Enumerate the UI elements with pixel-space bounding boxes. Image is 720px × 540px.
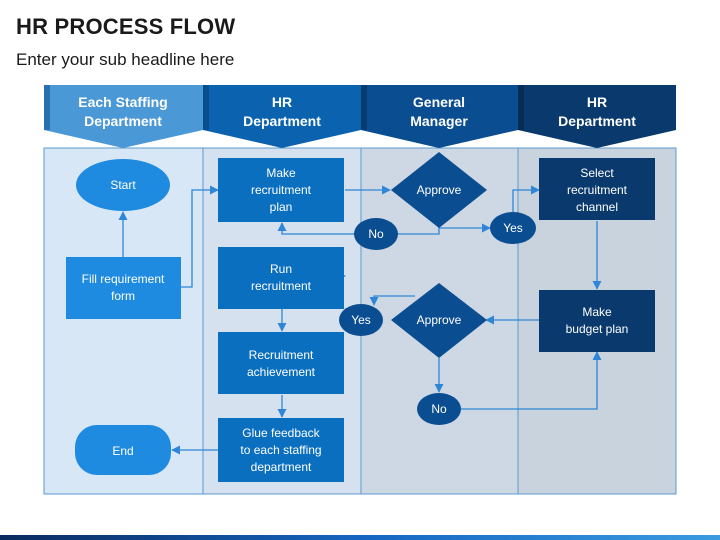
node-glue-feedback: Glue feedback to each staffing departmen… <box>218 418 344 482</box>
node-make-plan: Make recruitment plan <box>218 158 344 222</box>
node-end: End <box>75 425 171 475</box>
node-fill-form: Fill requirement form <box>66 257 181 319</box>
lane-header-gm-line1: General <box>413 94 465 110</box>
lane-header-hr-1-line1: HR <box>272 94 292 110</box>
node-approve-2-label: Approve <box>417 313 462 327</box>
node-fill-form-line1: Fill requirement <box>82 272 165 286</box>
lane-header-gm: General Manager <box>361 85 518 148</box>
lane-header-hr-2: HR Department <box>518 85 676 148</box>
node-end-label: End <box>112 444 133 458</box>
node-select-channel-line3: channel <box>576 200 618 214</box>
node-start: Start <box>76 159 170 211</box>
node-feedback-line1: Glue feedback <box>242 426 320 440</box>
node-budget-plan: Make budget plan <box>539 290 655 352</box>
lane-header-hr-1-line2: Department <box>243 113 321 129</box>
lane-header-staffing-line2: Department <box>84 113 162 129</box>
node-budget-plan-line1: Make <box>582 305 612 319</box>
node-achievement-line1: Recruitment <box>249 348 314 362</box>
node-select-channel-line1: Select <box>580 166 614 180</box>
lane-header-hr-1: HR Department <box>203 85 361 148</box>
arrow-yes-to-select-channel <box>512 185 540 213</box>
node-make-plan-line3: plan <box>270 200 293 214</box>
node-fill-form-line2: form <box>111 289 135 303</box>
node-run-recruitment-line1: Run <box>270 262 292 276</box>
node-make-plan-line2: recruitment <box>251 183 312 197</box>
node-budget-plan-line2: budget plan <box>566 322 629 336</box>
arrow-no-to-make-plan <box>277 222 355 235</box>
lane-header-staffing-line1: Each Staffing <box>78 94 167 110</box>
node-no-1: No <box>354 218 398 250</box>
node-approve-2: Approve <box>391 283 487 358</box>
node-start-label: Start <box>110 178 136 192</box>
lane-header-staffing: Each Staffing Department <box>44 85 203 148</box>
lane-header-hr-2-line2: Department <box>558 113 636 129</box>
node-yes-1-label: Yes <box>503 221 523 235</box>
arrow-approve2-to-yes <box>369 295 415 306</box>
node-no-2: No <box>417 393 461 425</box>
page-subtitle: Enter your sub headline here <box>16 50 235 69</box>
arrow-no2-to-budget <box>461 351 602 410</box>
page-title: HR PROCESS FLOW <box>16 14 236 39</box>
arrow-form-to-make-plan <box>181 185 219 288</box>
node-select-channel: Select recruitment channel <box>539 158 655 220</box>
node-no-2-label: No <box>431 402 447 416</box>
node-run-recruitment-line2: recruitment <box>251 279 312 293</box>
node-feedback-line2: to each staffing <box>240 443 321 457</box>
lane-header-hr-2-line1: HR <box>587 94 607 110</box>
node-make-plan-line1: Make <box>266 166 296 180</box>
node-yes-1: Yes <box>490 212 536 244</box>
node-yes-2: Yes <box>339 304 383 336</box>
node-approve-1: Approve <box>391 152 487 228</box>
node-achievement-line2: achievement <box>247 365 316 379</box>
node-feedback-line3: department <box>251 460 312 474</box>
node-no-1-label: No <box>368 227 384 241</box>
lane-header-gm-line2: Manager <box>410 113 468 129</box>
node-approve-1-label: Approve <box>417 183 462 197</box>
node-run-recruitment: Run recruitment <box>218 247 344 309</box>
bottom-accent-bar <box>0 535 720 540</box>
node-recruitment-achievement: Recruitment achievement <box>218 332 344 394</box>
node-yes-2-label: Yes <box>351 313 371 327</box>
node-select-channel-line2: recruitment <box>567 183 628 197</box>
